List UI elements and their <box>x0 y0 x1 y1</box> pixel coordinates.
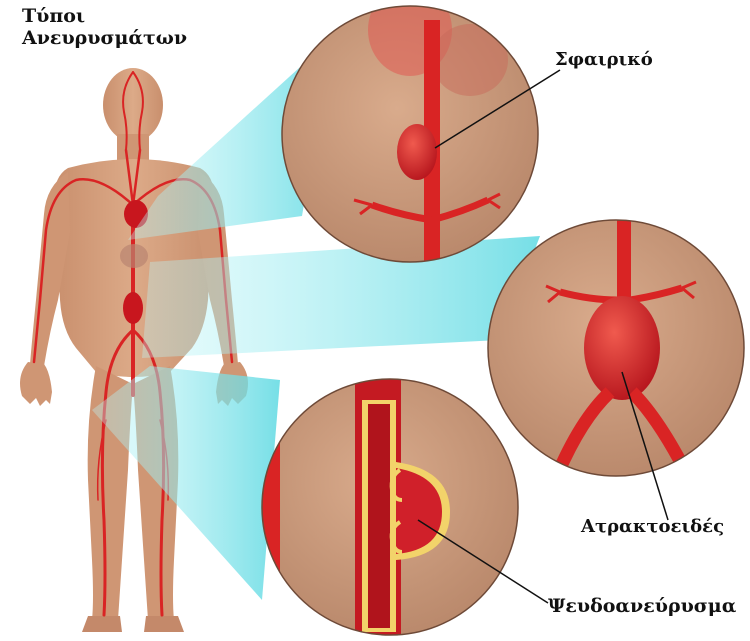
abdominal-aneurysm-marker <box>123 292 143 324</box>
title-line-1: Τύποι <box>22 6 187 28</box>
inset-spherical <box>282 0 538 280</box>
inset-pseudo <box>262 370 518 637</box>
title-line-2: Ανευρυσμάτων <box>22 28 187 50</box>
label-pseudoaneurysm: Ψευδοανεύρυσμα <box>548 596 736 618</box>
label-spherical: Σφαιρικό <box>555 50 653 71</box>
label-fusiform: Ατρακτοειδές <box>581 517 724 538</box>
liver <box>120 244 148 268</box>
diagram-title: Τύποι Ανευρυσμάτων <box>22 6 187 50</box>
